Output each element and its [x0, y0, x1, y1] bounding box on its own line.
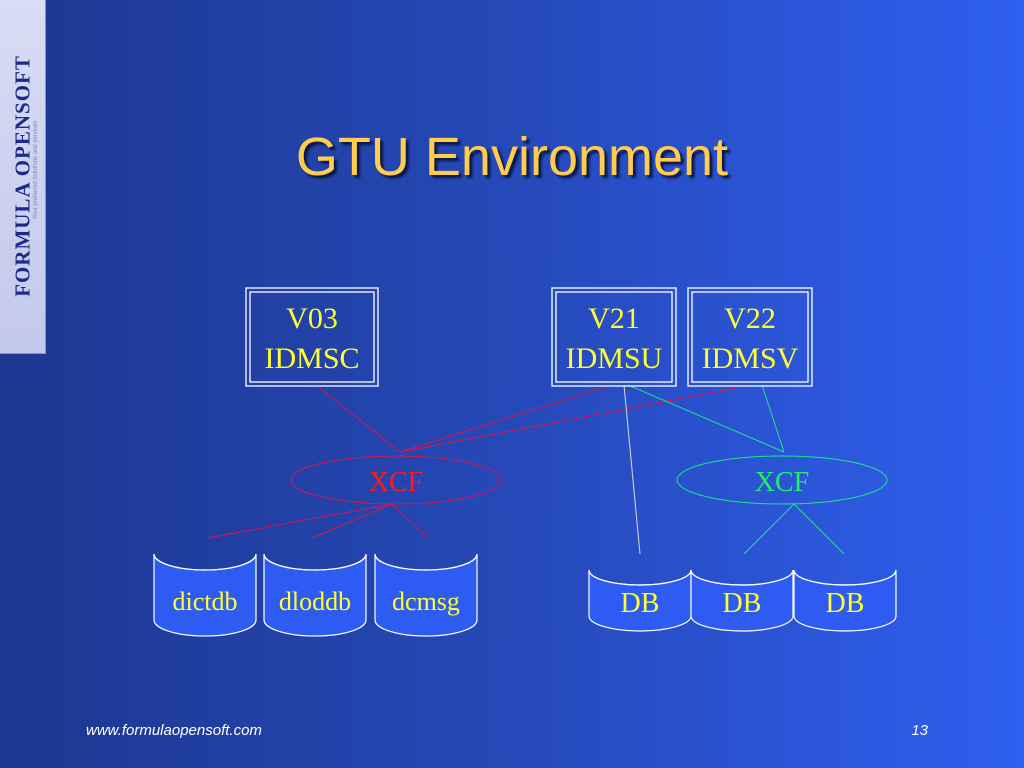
slide-title: GTU Environment	[295, 127, 729, 187]
right-db-top-rim	[793, 569, 897, 586]
link-v21-to-xcf-left	[399, 384, 613, 453]
right-db-label: DB	[826, 588, 865, 619]
right-db-top-rim	[588, 569, 692, 586]
link-v03-to-xcf	[315, 384, 401, 453]
right-db-1: DB	[690, 569, 794, 632]
logo-strip: FORMULA OPENSOFT Your preferred solution…	[0, 0, 46, 354]
left-db-1: dloddb	[263, 553, 367, 637]
node-v22: V22 IDMSV	[687, 287, 813, 387]
link-v22-to-xcf-right	[761, 384, 785, 453]
link-xcf-to-dloddb	[311, 503, 393, 539]
left-db-top-rim	[263, 553, 367, 571]
node-v03-name: IDMSC	[264, 342, 359, 375]
page-number: 13	[911, 722, 928, 739]
node-v21-name: IDMSU	[566, 342, 663, 375]
left-db-2: dcmsg	[374, 553, 478, 637]
right-db-label: DB	[723, 588, 762, 619]
xcf-right: XCF	[676, 455, 888, 505]
link-xcf-to-dictdb	[207, 503, 393, 539]
node-v22-id: V22	[724, 302, 776, 335]
left-db-0: dictdb	[153, 553, 257, 637]
right-db-0: DB	[588, 569, 692, 632]
link-xcf-to-db2	[793, 503, 845, 555]
right-db-label: DB	[621, 588, 660, 619]
left-db-label: dcmsg	[392, 587, 460, 616]
right-db-2: DB	[793, 569, 897, 632]
xcf-left: XCF	[290, 455, 502, 505]
right-databases: DB DB DB	[588, 569, 897, 632]
left-db-top-rim	[374, 553, 478, 571]
left-db-label: dloddb	[279, 587, 351, 616]
right-db-top-rim	[690, 569, 794, 586]
left-xcf-connections	[207, 384, 753, 539]
xcf-left-label: XCF	[369, 467, 423, 498]
left-db-label: dictdb	[173, 587, 238, 616]
xcf-right-label: XCF	[755, 467, 809, 498]
link-v21-to-xcf-right	[627, 384, 785, 453]
link-xcf-to-db1	[743, 503, 795, 555]
right-xcf-connections	[627, 384, 845, 555]
node-v21: V21 IDMSU	[551, 287, 677, 387]
footer-url[interactable]: www.formulaopensoft.com	[86, 722, 262, 739]
link-v21-to-db	[623, 384, 641, 555]
link-v22-to-xcf-left	[399, 384, 753, 453]
node-v21-id: V21	[588, 302, 640, 335]
node-v03: V03 IDMSC	[245, 287, 379, 387]
left-db-top-rim	[153, 553, 257, 571]
left-databases: dictdb dloddb dcmsg	[153, 553, 478, 637]
link-xcf-to-dcmsg	[391, 503, 429, 539]
node-v22-name: IDMSV	[702, 342, 799, 375]
node-v03-id: V03	[286, 302, 338, 335]
